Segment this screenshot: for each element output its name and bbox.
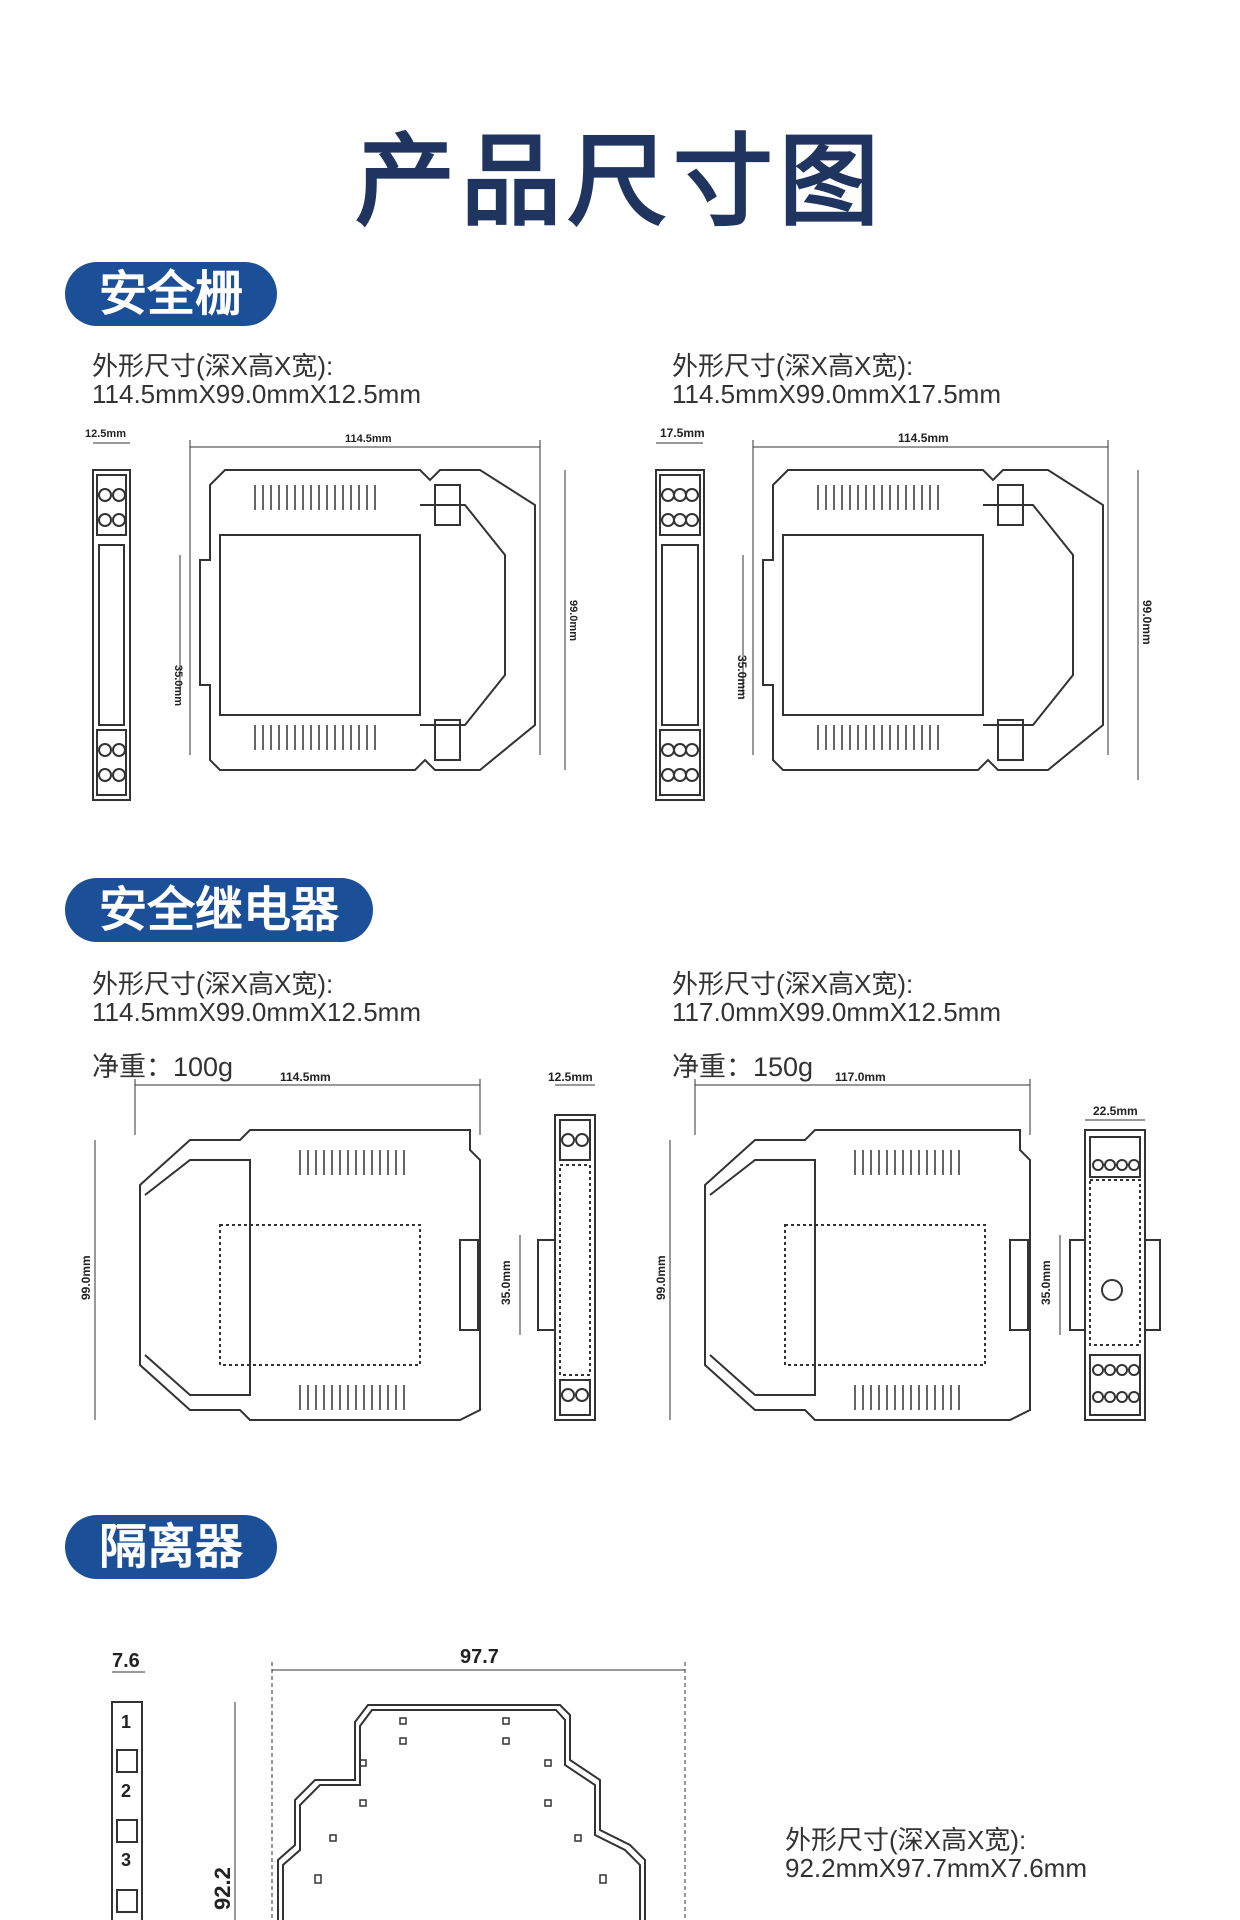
dim-width: 22.5mm [1093, 1104, 1138, 1118]
side-view [762, 469, 1104, 771]
dim-depth: 117.0mm [835, 1070, 886, 1084]
barrier-right-spec: 外形尺寸(深X高X宽): 114.5mmX99.0mmX17.5mm [672, 352, 1001, 408]
dim-width: 7.6 [112, 1650, 140, 1672]
dim-depth: 97.7 [460, 1646, 499, 1668]
dim-rail: 35.0mm [1039, 1260, 1053, 1305]
section-label-relay: 安全继电器 [65, 878, 374, 942]
isolator-drawing: 7.6 1 2 3 97.7 92.2 [111, 1646, 686, 1920]
spec-value: 114.5mmX99.0mmX12.5mm [92, 379, 421, 409]
spec-value: 114.5mmX99.0mmX17.5mm [672, 379, 1001, 409]
dim-height: 99.0mm [654, 1255, 668, 1300]
dim-width: 12.5mm [85, 428, 126, 440]
barrier-left-spec: 外形尺寸(深X高X宽): 114.5mmX99.0mmX12.5mm [92, 352, 421, 408]
dim-height: 99.0mm [79, 1255, 93, 1300]
spec-label: 外形尺寸(深X高X宽): [672, 969, 914, 999]
spec-label: 外形尺寸(深X高X宽): [92, 351, 334, 381]
side-view [199, 469, 536, 771]
side-view [139, 1129, 481, 1421]
terminal-label: 1 [121, 1712, 131, 1732]
spec-label: 外形尺寸(深X高X宽): [785, 1825, 1027, 1855]
relay-left-drawing: 114.5mm 99.0mm 35.0mm 12.5mm [79, 1070, 596, 1421]
relay-right-weight: 净重：150g [672, 1052, 814, 1082]
front-view [92, 469, 131, 801]
dim-rail: 35.0mm [735, 655, 749, 700]
page-title: 产品尺寸图 [355, 123, 885, 240]
side-view [277, 1704, 646, 1920]
relay-right-spec: 外形尺寸(深X高X宽): 117.0mmX99.0mmX12.5mm [672, 970, 1001, 1026]
dim-depth: 114.5mm [280, 1070, 331, 1084]
front-view [111, 1701, 143, 1920]
spec-label: 外形尺寸(深X高X宽): [92, 969, 334, 999]
front-view [1084, 1129, 1146, 1421]
spec-label: 外形尺寸(深X高X宽): [672, 351, 914, 381]
dim-height: 92.2 [210, 1867, 235, 1910]
dim-width: 12.5mm [548, 1070, 593, 1084]
dim-height: 99.0mm [1140, 600, 1154, 645]
barrier-left-drawing: 12.5mm 114.5mm 35.0mm 99.0mm [85, 428, 579, 801]
relay-right-drawing: 117.0mm 99.0mm 35.0mm 22.5mm [654, 1070, 1161, 1421]
relay-left-weight: 净重：100g [92, 1052, 234, 1082]
spec-value: 117.0mmX99.0mmX12.5mm [672, 997, 1001, 1027]
dial-icon [1101, 1279, 1123, 1301]
barrier-right-drawing: 17.5mm 114.5mm 35.0mm 99.0mm [655, 426, 1154, 801]
dim-depth: 114.5mm [345, 433, 392, 445]
dim-height: 99.0mm [567, 600, 579, 641]
dim-rail: 35.0mm [172, 665, 184, 706]
dim-depth: 114.5mm [898, 431, 949, 445]
front-view [655, 469, 705, 801]
isolator-spec: 外形尺寸(深X高X宽): 92.2mmX97.7mmX7.6mm [785, 1826, 1087, 1882]
terminal-label: 2 [121, 1781, 131, 1801]
spec-value: 92.2mmX97.7mmX7.6mm [785, 1853, 1087, 1883]
dim-width: 17.5mm [660, 426, 705, 440]
section-label-barrier: 安全栅 [65, 262, 278, 326]
side-view [704, 1129, 1031, 1421]
spec-value: 114.5mmX99.0mmX12.5mm [92, 997, 421, 1027]
relay-left-spec: 外形尺寸(深X高X宽): 114.5mmX99.0mmX12.5mm [92, 970, 421, 1026]
terminal-label: 3 [121, 1850, 131, 1870]
dim-rail: 35.0mm [499, 1260, 513, 1305]
section-label-isolator: 隔离器 [65, 1515, 278, 1579]
